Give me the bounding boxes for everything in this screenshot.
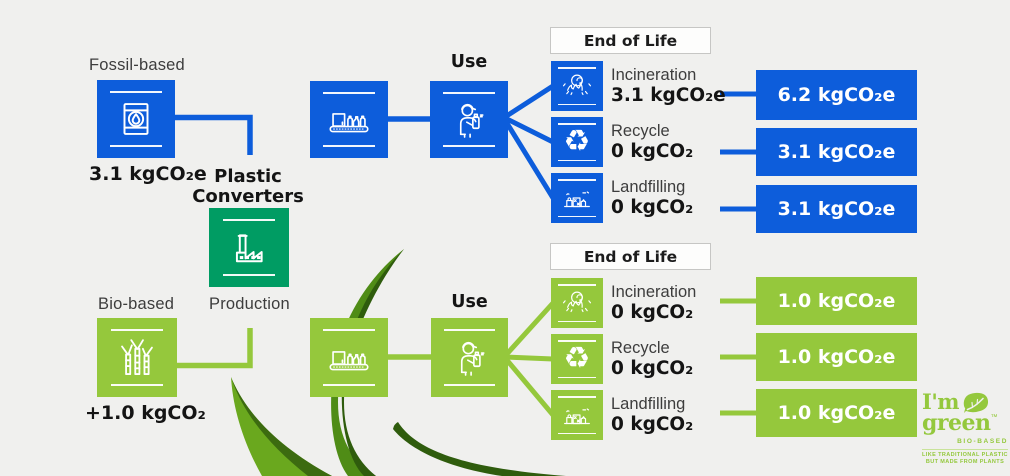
bio-label: Bio-based [98, 295, 175, 313]
total-box-bio-recycle: 1.0 kgCO₂e [756, 333, 917, 381]
total-box-fossil-incineration: 6.2 kgCO₂e [756, 70, 917, 120]
recycle-square: ♻ [551, 117, 603, 167]
fan-line-top-1 [503, 83, 555, 120]
fan-line-bottom-1 [504, 301, 555, 357]
fossil-use-square [430, 81, 508, 158]
fan-line-top-3 [502, 118, 556, 200]
fan-line-bottom-2 [505, 354, 554, 362]
production-square [209, 208, 289, 287]
fossil-label: Fossil-based [89, 56, 185, 74]
connector-bio-to-converters [175, 328, 253, 369]
bio-manufacturing-square [310, 318, 388, 397]
eol-value: 0 kgCO₂ [611, 414, 694, 435]
recycle-icon: ♻ [563, 341, 591, 376]
recycle-square: ♻ [551, 334, 603, 384]
conveyor-icon [329, 112, 369, 132]
use-label-top: Use [450, 52, 488, 72]
oil-barrel-icon [123, 103, 149, 135]
plastic-converters-label: Plastic Converters [192, 166, 304, 207]
eol-value: 0 kgCO₂ [611, 141, 694, 162]
leaf-blade-large-shadow [341, 249, 404, 476]
logo-green-text: green [922, 410, 991, 436]
bio-use-square [431, 318, 508, 397]
landfill-square [551, 173, 603, 223]
eol-row-incineration-bottom: Incineration 0 kgCO₂ [551, 278, 696, 328]
leaf-blade-left [231, 377, 332, 476]
eol-value: 0 kgCO₂ [611, 302, 694, 323]
incineration-icon [562, 74, 592, 96]
eol-row-landfilling-bottom: Landfilling 0 kgCO₂ [551, 390, 693, 440]
incineration-square [551, 278, 603, 328]
landfill-square [551, 390, 603, 440]
eol-value: 3.1 kgCO₂e [611, 85, 726, 106]
leaf-blade-bottom [393, 422, 566, 476]
logo-tagline: LIKE TRADITIONAL PLASTIC BUT MADE FROM P… [922, 449, 1008, 466]
total-box-bio-incineration: 1.0 kgCO₂e [756, 277, 917, 325]
fan-line-bottom-3 [504, 357, 555, 417]
end-of-life-header-bottom: End of Life [550, 243, 711, 270]
use-label-bottom: Use [451, 292, 488, 312]
bio-feedstock-square [97, 318, 177, 397]
fossil-co2-value: 3.1 kgCO₂e [89, 163, 207, 185]
eol-name: Incineration [611, 283, 697, 301]
im-green-logo: I'm green™ BIO-BASED LIKE TRADITIONAL PL… [922, 389, 1008, 466]
eol-row-recycle-top: ♻ Recycle 0 kgCO₂ [551, 117, 693, 167]
recycle-icon: ♻ [563, 124, 591, 159]
eol-row-incineration-top: Incineration 3.1 kgCO₂e [551, 61, 726, 111]
landfill-icon [564, 191, 590, 208]
logo-trademark: ™ [990, 414, 998, 421]
production-label: Production [209, 295, 290, 313]
connector-fossil-to-converters [173, 114, 253, 155]
consumer-icon [460, 341, 485, 376]
fossil-manufacturing-square [310, 81, 388, 158]
fan-line-top-2 [503, 115, 555, 145]
total-box-fossil-recycle: 3.1 kgCO₂e [756, 128, 917, 176]
eol-name: Landfilling [611, 395, 686, 413]
logo-im-text: I'm [922, 389, 959, 414]
sugarcane-icon [121, 338, 153, 375]
eol-name: Recycle [611, 122, 670, 140]
conveyor-icon [329, 350, 369, 370]
total-box-fossil-landfilling: 3.1 kgCO₂e [756, 185, 917, 233]
incineration-square [551, 61, 603, 111]
incineration-icon [562, 291, 592, 313]
fossil-feedstock-square [97, 80, 175, 158]
eol-name: Landfilling [611, 178, 686, 196]
eol-row-recycle-bottom: ♻ Recycle 0 kgCO₂ [551, 334, 693, 384]
eol-value: 0 kgCO₂ [611, 197, 694, 218]
factory-icon [235, 233, 263, 262]
bio-co2-value: +1.0 kgCO₂ [85, 402, 206, 424]
eol-value: 0 kgCO₂ [611, 358, 694, 379]
leaf-blade-large [331, 249, 404, 476]
eol-row-landfilling-top: Landfilling 0 kgCO₂ [551, 173, 693, 223]
leaf-icon [963, 392, 989, 413]
eol-name: Recycle [611, 339, 670, 357]
end-of-life-header-top: End of Life [550, 27, 711, 54]
total-box-bio-landfilling: 1.0 kgCO₂e [756, 389, 917, 437]
landfill-icon [564, 408, 590, 425]
consumer-icon [459, 103, 484, 138]
eol-name: Incineration [611, 66, 697, 84]
logo-biobased-text: BIO-BASED [957, 438, 1008, 445]
